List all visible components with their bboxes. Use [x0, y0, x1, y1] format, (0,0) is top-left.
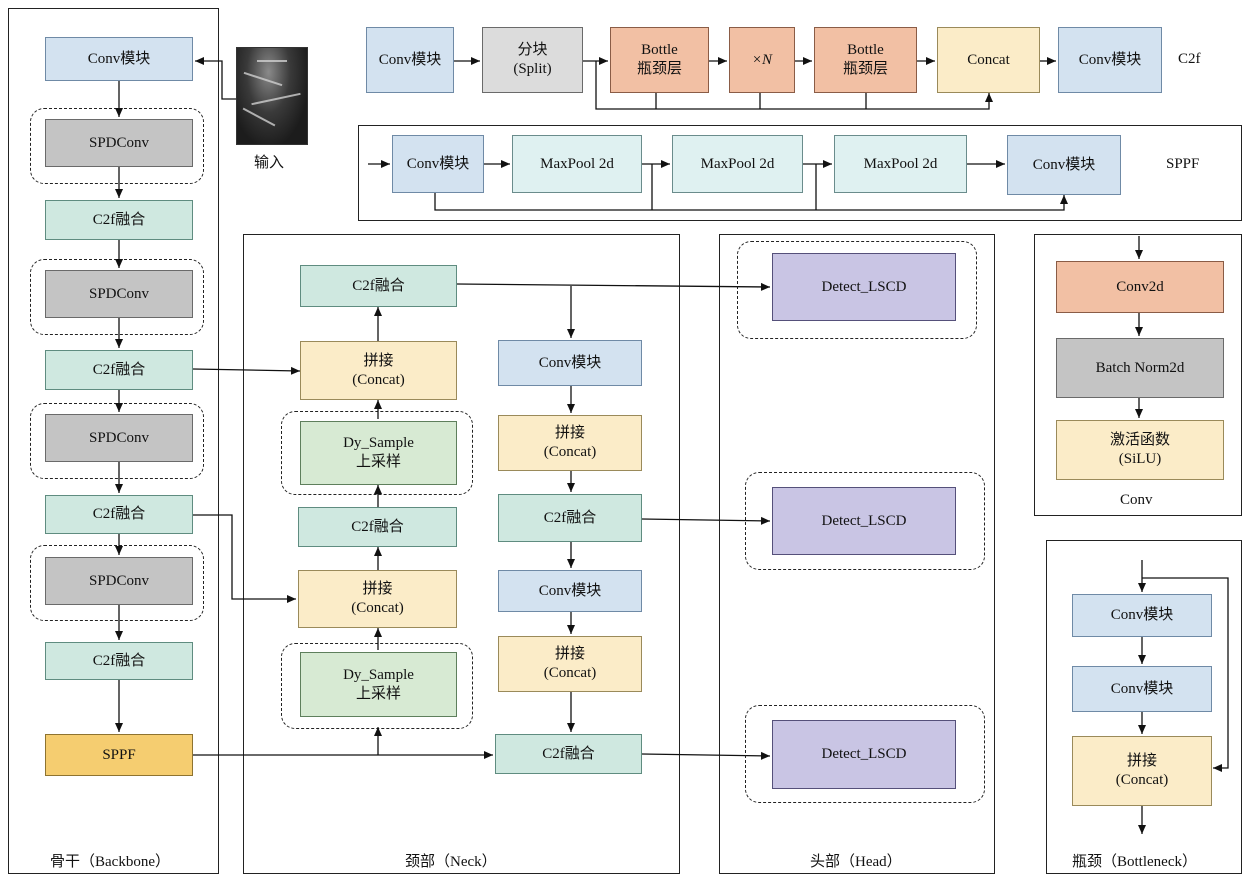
neck-concat-2: 拼接 (Concat): [298, 570, 457, 628]
input-label: 输入: [254, 155, 285, 171]
conv-panel-conv2d: Conv2d: [1056, 261, 1224, 313]
backbone-panel: [8, 8, 219, 874]
spdconv-group-4: [30, 545, 204, 621]
neck-dysample-1: Dy_Sample 上采样: [300, 421, 457, 485]
bottleneck-conv-1: Conv模块: [1072, 594, 1212, 637]
head-detect-2: Detect_LSCD: [772, 487, 956, 555]
bottleneck-panel-label: 瓶颈（Bottleneck）: [1072, 854, 1197, 870]
neck-c2f-mid-left: C2f融合: [298, 507, 457, 547]
backbone-c2f-1: C2f融合: [45, 200, 193, 240]
sppf-maxpool-3: MaxPool 2d: [834, 135, 967, 193]
neck-concat-1: 拼接 (Concat): [300, 341, 457, 400]
backbone-spdconv-1: SPDConv: [45, 119, 193, 167]
sppf-maxpool-2: MaxPool 2d: [672, 135, 803, 193]
backbone-spdconv-2: SPDConv: [45, 270, 193, 318]
neck-c2f-bottom-right: C2f融合: [495, 734, 642, 774]
c2f-bottle-2: Bottle 瓶颈层: [814, 27, 917, 93]
bottleneck-concat: 拼接 (Concat): [1072, 736, 1212, 806]
c2f-xn: ×N: [729, 27, 795, 93]
backbone-c2f-2: C2f融合: [45, 350, 193, 390]
neck-dysample-2: Dy_Sample 上采样: [300, 652, 457, 717]
backbone-sppf: SPPF: [45, 734, 193, 776]
sppf-label: SPPF: [1166, 156, 1200, 172]
sppf-panel: [358, 125, 1242, 221]
head-panel-label: 头部（Head）: [810, 854, 902, 870]
neck-conv-1: Conv模块: [498, 340, 642, 386]
c2f-conv-in: Conv模块: [366, 27, 454, 93]
neck-c2f-top-left: C2f融合: [300, 265, 457, 307]
conv-panel: [1034, 234, 1242, 516]
dysample-group-1: [281, 411, 473, 495]
detect-group-1: [737, 241, 977, 339]
c2f-concat: Concat: [937, 27, 1040, 93]
bottleneck-panel: [1046, 540, 1242, 874]
neck-panel: [243, 234, 680, 874]
detect-group-3: [745, 705, 985, 803]
backbone-panel-label: 骨干（Backbone）: [50, 854, 170, 870]
sppf-conv-in: Conv模块: [392, 135, 484, 193]
input-image: [236, 47, 308, 145]
sppf-conv-out: Conv模块: [1007, 135, 1121, 195]
c2f-conv-out: Conv模块: [1058, 27, 1162, 93]
neck-concat-4: 拼接 (Concat): [498, 636, 642, 692]
sppf-maxpool-1: MaxPool 2d: [512, 135, 642, 193]
conv-panel-activation: 激活函数 (SiLU): [1056, 420, 1224, 480]
c2f-label: C2f: [1178, 51, 1201, 67]
neck-concat-3: 拼接 (Concat): [498, 415, 642, 471]
backbone-spdconv-4: SPDConv: [45, 557, 193, 605]
backbone-conv-block: Conv模块: [45, 37, 193, 81]
head-detect-1: Detect_LSCD: [772, 253, 956, 321]
backbone-spdconv-3: SPDConv: [45, 414, 193, 462]
neck-panel-label: 颈部（Neck）: [405, 854, 497, 870]
neck-conv-2: Conv模块: [498, 570, 642, 612]
bottleneck-conv-2: Conv模块: [1072, 666, 1212, 712]
backbone-c2f-3: C2f融合: [45, 495, 193, 534]
c2f-split: 分块 (Split): [482, 27, 583, 93]
neck-c2f-mid-right: C2f融合: [498, 494, 642, 542]
head-panel: [719, 234, 995, 874]
conv-panel-label: Conv: [1120, 492, 1153, 508]
c2f-bottle-1: Bottle 瓶颈层: [610, 27, 709, 93]
conv-panel-batchnorm: Batch Norm2d: [1056, 338, 1224, 398]
backbone-c2f-4: C2f融合: [45, 642, 193, 680]
head-detect-3: Detect_LSCD: [772, 720, 956, 789]
